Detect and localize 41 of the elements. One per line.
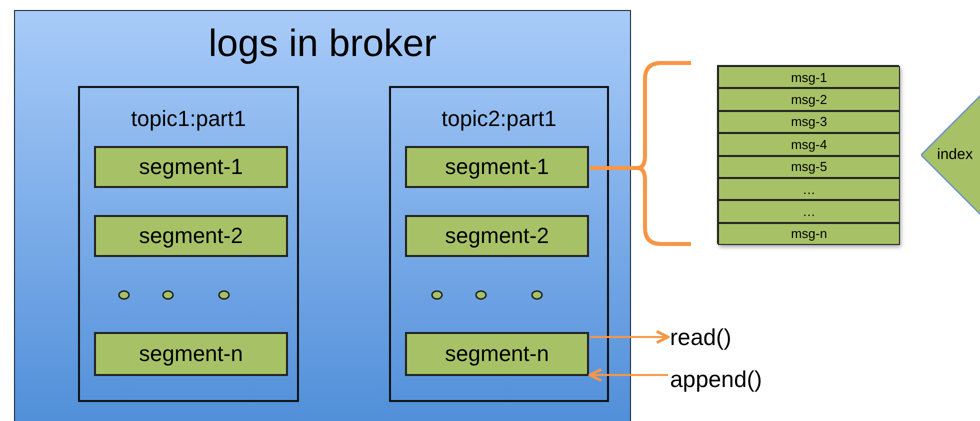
partition-title: topic2:part1 — [440, 108, 558, 130]
method-text: append() — [670, 368, 762, 390]
message-row — [718, 66, 900, 88]
node-text: msg-5 — [790, 160, 828, 174]
node-text: index — [937, 147, 973, 162]
partition-box — [389, 86, 609, 402]
message-row — [718, 133, 900, 156]
node-text: segment-n — [445, 343, 549, 365]
partition-title: topic1:part1 — [130, 108, 247, 130]
node-text: segment-n — [139, 343, 243, 365]
message-stack — [717, 65, 899, 244]
segment-box — [405, 146, 589, 188]
method-text: read() — [670, 326, 732, 348]
node-text: msg-2 — [790, 93, 828, 106]
message-row — [718, 178, 900, 200]
arrow — [590, 330, 670, 344]
partition-box — [78, 86, 299, 402]
node-text: segment-2 — [445, 225, 549, 247]
segment-box — [405, 332, 589, 376]
segment-box — [94, 215, 288, 257]
node-text: segment-2 — [139, 225, 243, 247]
curly-brace — [588, 61, 693, 246]
segment-box — [94, 146, 288, 188]
node-text: … — [802, 204, 816, 218]
broker-panel — [14, 10, 631, 421]
message-row — [718, 200, 900, 223]
node-text: msg-3 — [790, 115, 828, 128]
arrow — [588, 368, 668, 382]
node-text: msg-n — [790, 227, 828, 240]
node-text: segment-1 — [139, 156, 243, 178]
segment-box — [94, 332, 288, 376]
panel-title: logs in broker — [207, 25, 438, 63]
message-row — [718, 110, 900, 134]
segment-box — [405, 215, 589, 257]
message-row — [718, 222, 900, 245]
node-text: … — [802, 182, 816, 196]
node-text: segment-1 — [445, 156, 549, 178]
message-row — [718, 88, 900, 111]
node-text: msg-1 — [790, 70, 828, 84]
message-row — [718, 156, 900, 178]
node-text: msg-4 — [790, 138, 828, 151]
